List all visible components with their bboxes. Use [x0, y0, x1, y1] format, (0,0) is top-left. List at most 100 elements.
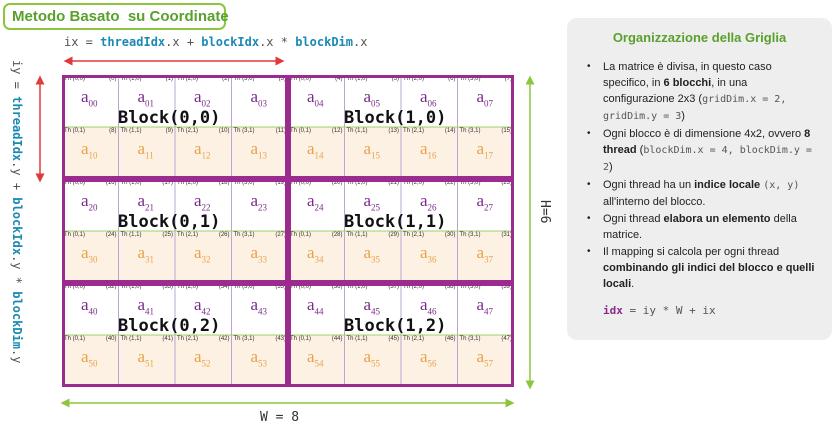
panel-list: La matrice è divisa, in questo caso spec…	[579, 59, 820, 292]
list-item: Ogni blocco è di dimensione 4x2, ovvero …	[579, 126, 820, 176]
list-item: Ogni thread elabora un elemento della ma…	[579, 211, 820, 243]
linear-index: (21)	[388, 180, 399, 186]
thread-label: Th (2,1)	[403, 128, 425, 134]
matrix-cell: Th (0,1)(40)a50	[62, 335, 119, 387]
linear-index: (29)	[388, 232, 399, 238]
matrix-cell: Th (0,1)(12)a14	[288, 127, 345, 179]
matrix-cell: Th (3,1)(15)a17	[457, 127, 514, 179]
block-border	[288, 179, 514, 283]
element-label: a32	[194, 243, 211, 265]
element-label: a27	[476, 191, 494, 213]
thread-label: Th (1,1)	[120, 336, 142, 342]
thread-label: Th (0,1)	[290, 232, 312, 238]
element-label: a53	[250, 347, 268, 369]
linear-index: (23)	[501, 180, 512, 186]
matrix-cell: Th (0,1)(24)a30	[62, 231, 119, 283]
thread-label: Th (0,1)	[290, 336, 312, 342]
element-label: a17	[476, 139, 494, 161]
thread-label: Th (3,1)	[459, 336, 481, 342]
element-label: a26	[420, 191, 437, 213]
thread-label: Th (3,1)	[233, 232, 255, 238]
linear-index: (40)	[105, 336, 117, 342]
matrix-cell: Th (1,0)(33)a41	[119, 283, 176, 335]
element-label: a55	[363, 347, 381, 369]
matrix-cell: Th (3,1) (47) a57	[457, 335, 514, 387]
thread-label: Th (2,0)	[403, 76, 425, 82]
thread-label: Th (0,0)	[64, 180, 86, 186]
element-label: a43	[250, 295, 268, 317]
element-label: a00	[81, 87, 98, 109]
linear-index: (13)	[388, 128, 399, 134]
element-label: a21	[137, 191, 155, 213]
matrix-cell: Th (1,0) (17) a21	[119, 179, 176, 231]
thread-label: Th (2,0)	[177, 76, 199, 82]
thread-label: Th (0,0)	[290, 180, 312, 186]
linear-index: (27)	[275, 232, 286, 238]
matrix-cell: Th (3,0)(39)a47	[458, 283, 515, 335]
matrix-cell: Th (2,0)(34)a42	[175, 283, 232, 335]
element-label: a56	[420, 347, 437, 369]
thread-label: Th (2,1)	[177, 336, 199, 342]
list-item: La matrice è divisa, in questo caso spec…	[579, 59, 820, 125]
element-label: a15	[363, 139, 381, 161]
linear-index: (17)	[162, 180, 173, 186]
element-label: a02	[194, 87, 211, 109]
block-label: Block(0,1)	[118, 212, 221, 232]
iy-formula: iy = threadIdx.y + blockIdx.y * blockDim…	[10, 60, 24, 364]
matrix-cell: Th (2,0)(6)a06	[401, 75, 458, 127]
linear-index: (24)	[105, 232, 117, 238]
element-label: a22	[194, 191, 211, 213]
element-label: a10	[81, 139, 98, 161]
block-label: Block(1,0)	[344, 108, 447, 128]
element-label: a35	[363, 243, 381, 265]
linear-index: (46)	[444, 336, 456, 342]
linear-index: (25)	[162, 232, 173, 238]
matrix-cell: Th (2,1) (14) a16	[401, 127, 458, 179]
thread-label: Th (2,1)	[177, 232, 199, 238]
linear-index: (32)	[105, 284, 117, 290]
element-label: a57	[476, 347, 494, 369]
thread-label: Th (0,1)	[64, 128, 86, 134]
element-label: a44	[307, 295, 324, 317]
matrix-cell: Th (2,1)(26)a32	[175, 231, 232, 283]
matrix-cell: Th (0,0)(4)a04	[288, 75, 345, 127]
linear-index: (36)	[331, 284, 343, 290]
linear-index: (44)	[331, 336, 343, 342]
matrix-cell: Th (1,0)(5)a05	[345, 75, 402, 127]
matrix-cell: Th (2,1)(42)a52	[175, 335, 232, 387]
linear-index: (14)	[444, 128, 456, 134]
element-label: a16	[420, 139, 437, 161]
linear-index: (47)	[501, 336, 512, 342]
element-label: a24	[307, 191, 324, 213]
linear-index: (37)	[388, 284, 399, 290]
thread-label: Th (1,0)	[120, 180, 142, 186]
thread-label: Th (0,1)	[290, 128, 312, 134]
thread-label: Th (3,0)	[233, 284, 255, 290]
thread-label: Th (1,0)	[346, 284, 368, 290]
matrix-cell: Th (2,1)(30)a36	[401, 231, 458, 283]
linear-index: (15)	[501, 128, 512, 134]
linear-index: (34)	[218, 284, 230, 290]
matrix-cell: Th (2,0)(2)a02	[175, 75, 232, 127]
matrix-cell: Th (3,1)(11)a13	[231, 127, 288, 179]
block-label: Block(0,2)	[118, 316, 221, 336]
matrix-cell: Th (3,0)(19)a23	[232, 179, 289, 231]
linear-index: (5)	[391, 76, 399, 82]
thread-label: Th (2,0)	[177, 284, 199, 290]
block-border	[288, 283, 514, 387]
element-label: a50	[81, 347, 98, 369]
thread-label: Th (2,1)	[403, 336, 425, 342]
block-border	[62, 283, 288, 387]
thread-label: Th (3,0)	[459, 284, 481, 290]
thread-label: Th (0,0)	[290, 284, 312, 290]
thread-label: Th (1,1)	[346, 128, 368, 134]
linear-index: (6)	[448, 76, 456, 82]
thread-label: Th (1,1)	[120, 232, 142, 238]
idx-formula: idx = iy * W + ix	[603, 304, 716, 317]
linear-index: (12)	[331, 128, 343, 134]
thread-label: Th (2,0)	[177, 180, 199, 186]
element-label: a46	[420, 295, 437, 317]
element-label: a52	[194, 347, 211, 369]
element-label: a36	[420, 243, 437, 265]
linear-index: (19)	[275, 180, 286, 186]
